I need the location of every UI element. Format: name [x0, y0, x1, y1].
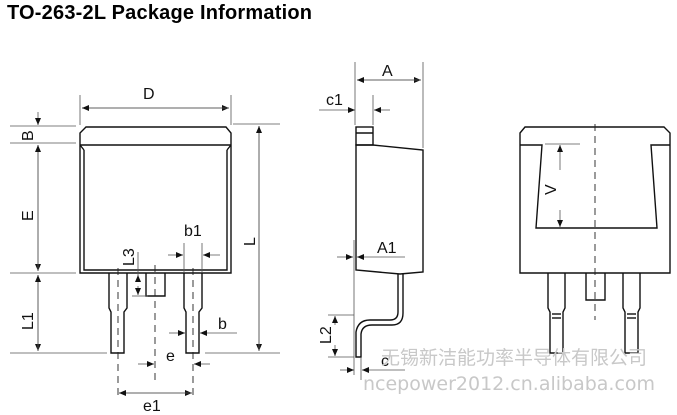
dim-label-L: L [242, 237, 259, 246]
dim-label-E: E [20, 210, 37, 221]
side-view: A c1 A1 L2 c [318, 62, 424, 380]
dim-label-b1: b1 [184, 223, 202, 240]
side-lead [355, 274, 404, 358]
back-center-tab [585, 273, 606, 301]
back-view: V [519, 124, 671, 354]
center-tab [145, 273, 166, 297]
dim-label-c1: c1 [326, 92, 343, 109]
side-tab [355, 126, 374, 146]
dim-label-e1: e1 [143, 398, 161, 415]
dim-label-B: B [20, 130, 37, 141]
dim-label-V: V [543, 184, 560, 195]
back-right-lead [622, 273, 641, 354]
watermark-company: 无锡新洁能功率半导体有限公司 [381, 347, 647, 369]
dim-label-D: D [143, 86, 155, 103]
dim-label-A1: A1 [377, 240, 397, 257]
watermark-url: ncepower2012.cn.alibaba.com [363, 373, 655, 395]
dim-label-c: c [381, 353, 389, 370]
dim-label-b: b [218, 316, 227, 333]
page-title: TO-263-2L Package Information [7, 2, 313, 24]
back-body-outline [519, 126, 671, 274]
dim-label-e: e [166, 348, 175, 365]
back-left-lead [547, 273, 566, 354]
front-view: D B E L1 L L3 b1 b e e1 [10, 86, 280, 415]
dim-label-A: A [382, 63, 393, 80]
dim-label-L2: L2 [318, 326, 335, 344]
right-lead [183, 273, 203, 354]
front-body-outline [79, 126, 232, 274]
side-body [355, 144, 424, 275]
dim-label-L3: L3 [121, 248, 138, 266]
left-lead [108, 273, 128, 354]
dim-label-L1: L1 [20, 312, 37, 330]
back-recess [520, 144, 670, 229]
